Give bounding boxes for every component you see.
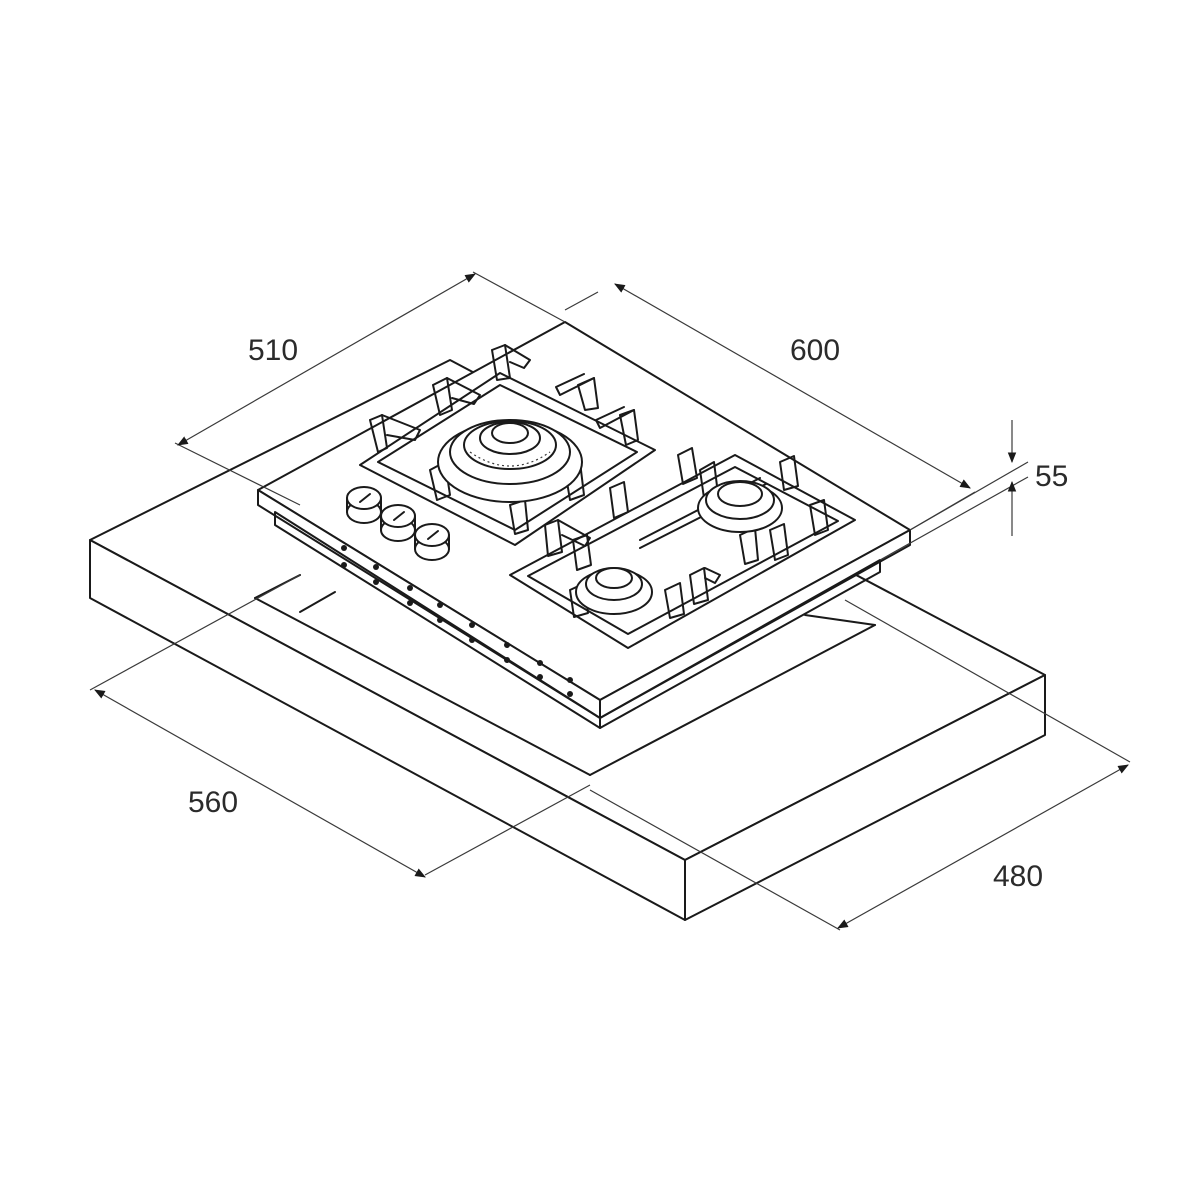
control-knobs (346, 486, 450, 561)
knob-1 (346, 486, 382, 524)
dim-560-label: 560 (188, 786, 238, 819)
dimension-600: 600 (564, 283, 976, 531)
dim-55-label: 55 (1035, 460, 1068, 493)
dim-510-label: 510 (248, 334, 298, 367)
cutout-outline (254, 574, 876, 776)
side-holes (341, 545, 573, 697)
dim-480-label: 480 (993, 860, 1043, 893)
pan-support-right (509, 447, 856, 649)
dimension-510: 510 (174, 271, 566, 506)
wok-burner (437, 419, 583, 503)
knob-3 (414, 523, 450, 561)
dimension-480: 480 (589, 599, 1131, 931)
dim-600-label: 600 (790, 334, 840, 367)
dimension-55: 55 (879, 420, 1068, 561)
dimension-560: 560 (89, 574, 591, 878)
knob-2 (380, 504, 416, 542)
auxiliary-burner (575, 567, 653, 615)
rapid-burner (697, 480, 783, 533)
